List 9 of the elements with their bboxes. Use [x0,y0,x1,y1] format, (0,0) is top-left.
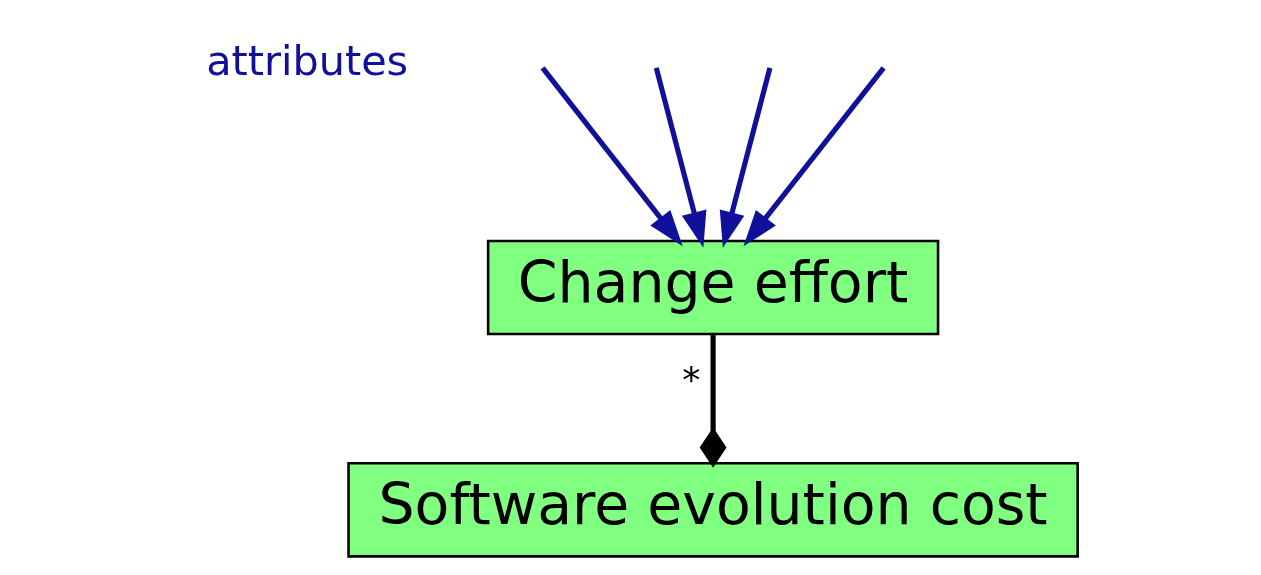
arrow [540,66,683,247]
arrow [653,67,706,248]
connector [699,335,727,468]
arrow [743,66,886,247]
arrow [719,67,772,248]
label: attributes [205,36,408,85]
edge-label: * [681,357,700,401]
node-box: Software evolution cost [346,462,1079,558]
node-box: Change effort [486,239,939,336]
